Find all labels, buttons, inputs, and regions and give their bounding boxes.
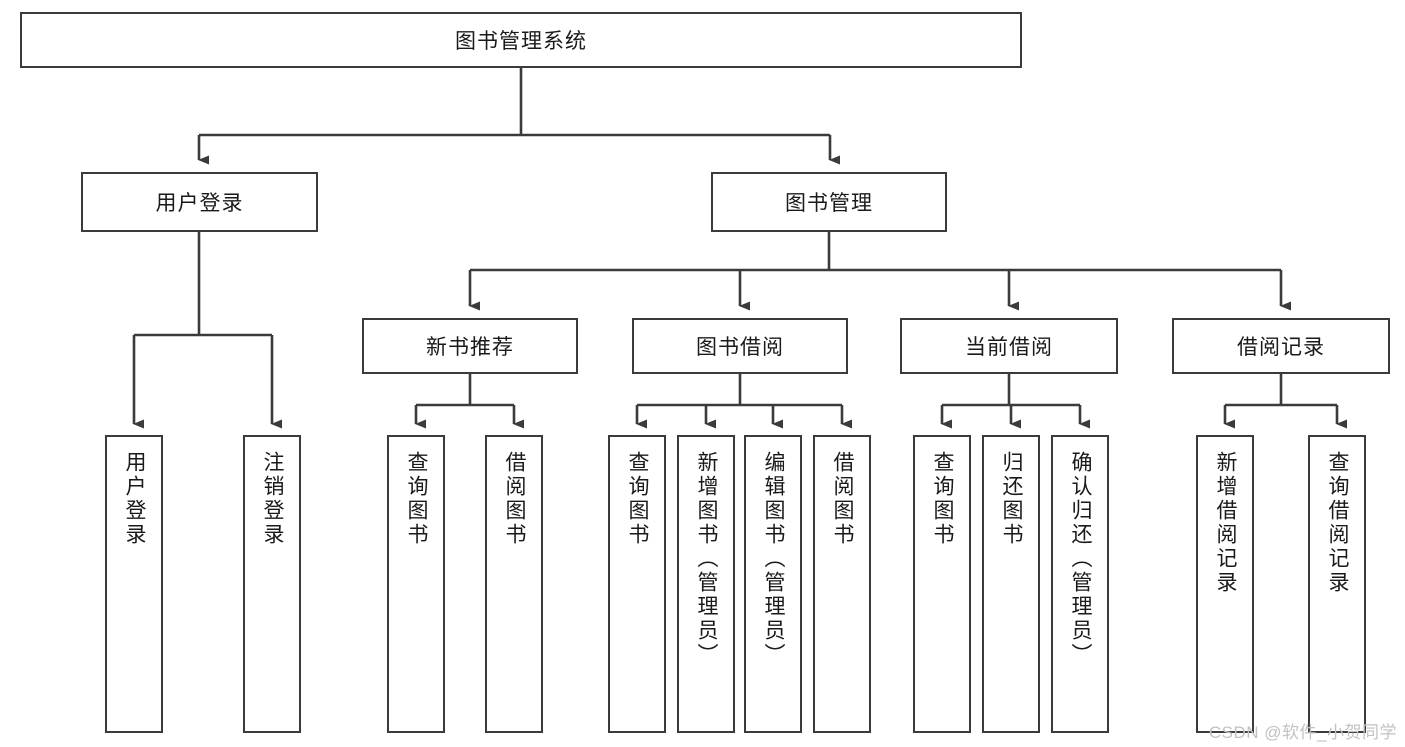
- node-bb-borrow-book[interactable]: 借阅图书: [813, 435, 871, 733]
- node-label: 注销登录: [261, 451, 284, 547]
- node-label: 新书推荐: [426, 336, 514, 359]
- node-label: 查询图书: [405, 451, 428, 547]
- node-nbr-borrow-book[interactable]: 借阅图书: [485, 435, 543, 733]
- node-cb-confirm-return[interactable]: 确认归还（管理员）: [1051, 435, 1109, 733]
- node-current-borrow[interactable]: 当前借阅: [900, 318, 1118, 374]
- node-cb-query-book[interactable]: 查询图书: [913, 435, 971, 733]
- node-root[interactable]: 图书管理系统: [20, 12, 1022, 68]
- node-cb-return-book[interactable]: 归还图书: [982, 435, 1040, 733]
- node-label: 编辑图书（管理员）: [762, 451, 785, 667]
- node-label: 确认归还（管理员）: [1069, 451, 1092, 667]
- node-borrow-record[interactable]: 借阅记录: [1172, 318, 1390, 374]
- node-user-login[interactable]: 用户登录: [81, 172, 318, 232]
- node-user-logout-leaf[interactable]: 注销登录: [243, 435, 301, 733]
- node-bb-add-book[interactable]: 新增图书（管理员）: [677, 435, 735, 733]
- node-label: 查询图书: [931, 451, 954, 547]
- node-label: 用户登录: [155, 192, 244, 215]
- node-label: 当前借阅: [965, 336, 1053, 359]
- node-br-query-record[interactable]: 查询借阅记录: [1308, 435, 1366, 733]
- node-label: 归还图书: [1000, 451, 1023, 547]
- node-label: 查询借阅记录: [1326, 451, 1349, 595]
- node-label: 查询图书: [626, 451, 649, 547]
- node-label: 新增图书（管理员）: [695, 451, 718, 667]
- node-br-add-record[interactable]: 新增借阅记录: [1196, 435, 1254, 733]
- node-label: 用户登录: [123, 451, 146, 547]
- node-label: 借阅记录: [1237, 336, 1325, 359]
- node-label: 图书管理: [785, 192, 873, 215]
- node-label: 图书管理系统: [455, 30, 587, 53]
- node-label: 图书借阅: [696, 336, 784, 359]
- node-book-manage[interactable]: 图书管理: [711, 172, 947, 232]
- node-label: 新增借阅记录: [1214, 451, 1237, 595]
- node-bb-edit-book[interactable]: 编辑图书（管理员）: [744, 435, 802, 733]
- csdn-watermark: CSDN @软件_小贺同学: [1208, 723, 1397, 742]
- node-user-login-leaf[interactable]: 用户登录: [105, 435, 163, 733]
- node-label: 借阅图书: [831, 451, 854, 547]
- node-label: 借阅图书: [503, 451, 526, 547]
- node-book-borrow[interactable]: 图书借阅: [632, 318, 848, 374]
- node-nbr-query-book[interactable]: 查询图书: [387, 435, 445, 733]
- node-bb-query-book[interactable]: 查询图书: [608, 435, 666, 733]
- node-new-book-recommend[interactable]: 新书推荐: [362, 318, 578, 374]
